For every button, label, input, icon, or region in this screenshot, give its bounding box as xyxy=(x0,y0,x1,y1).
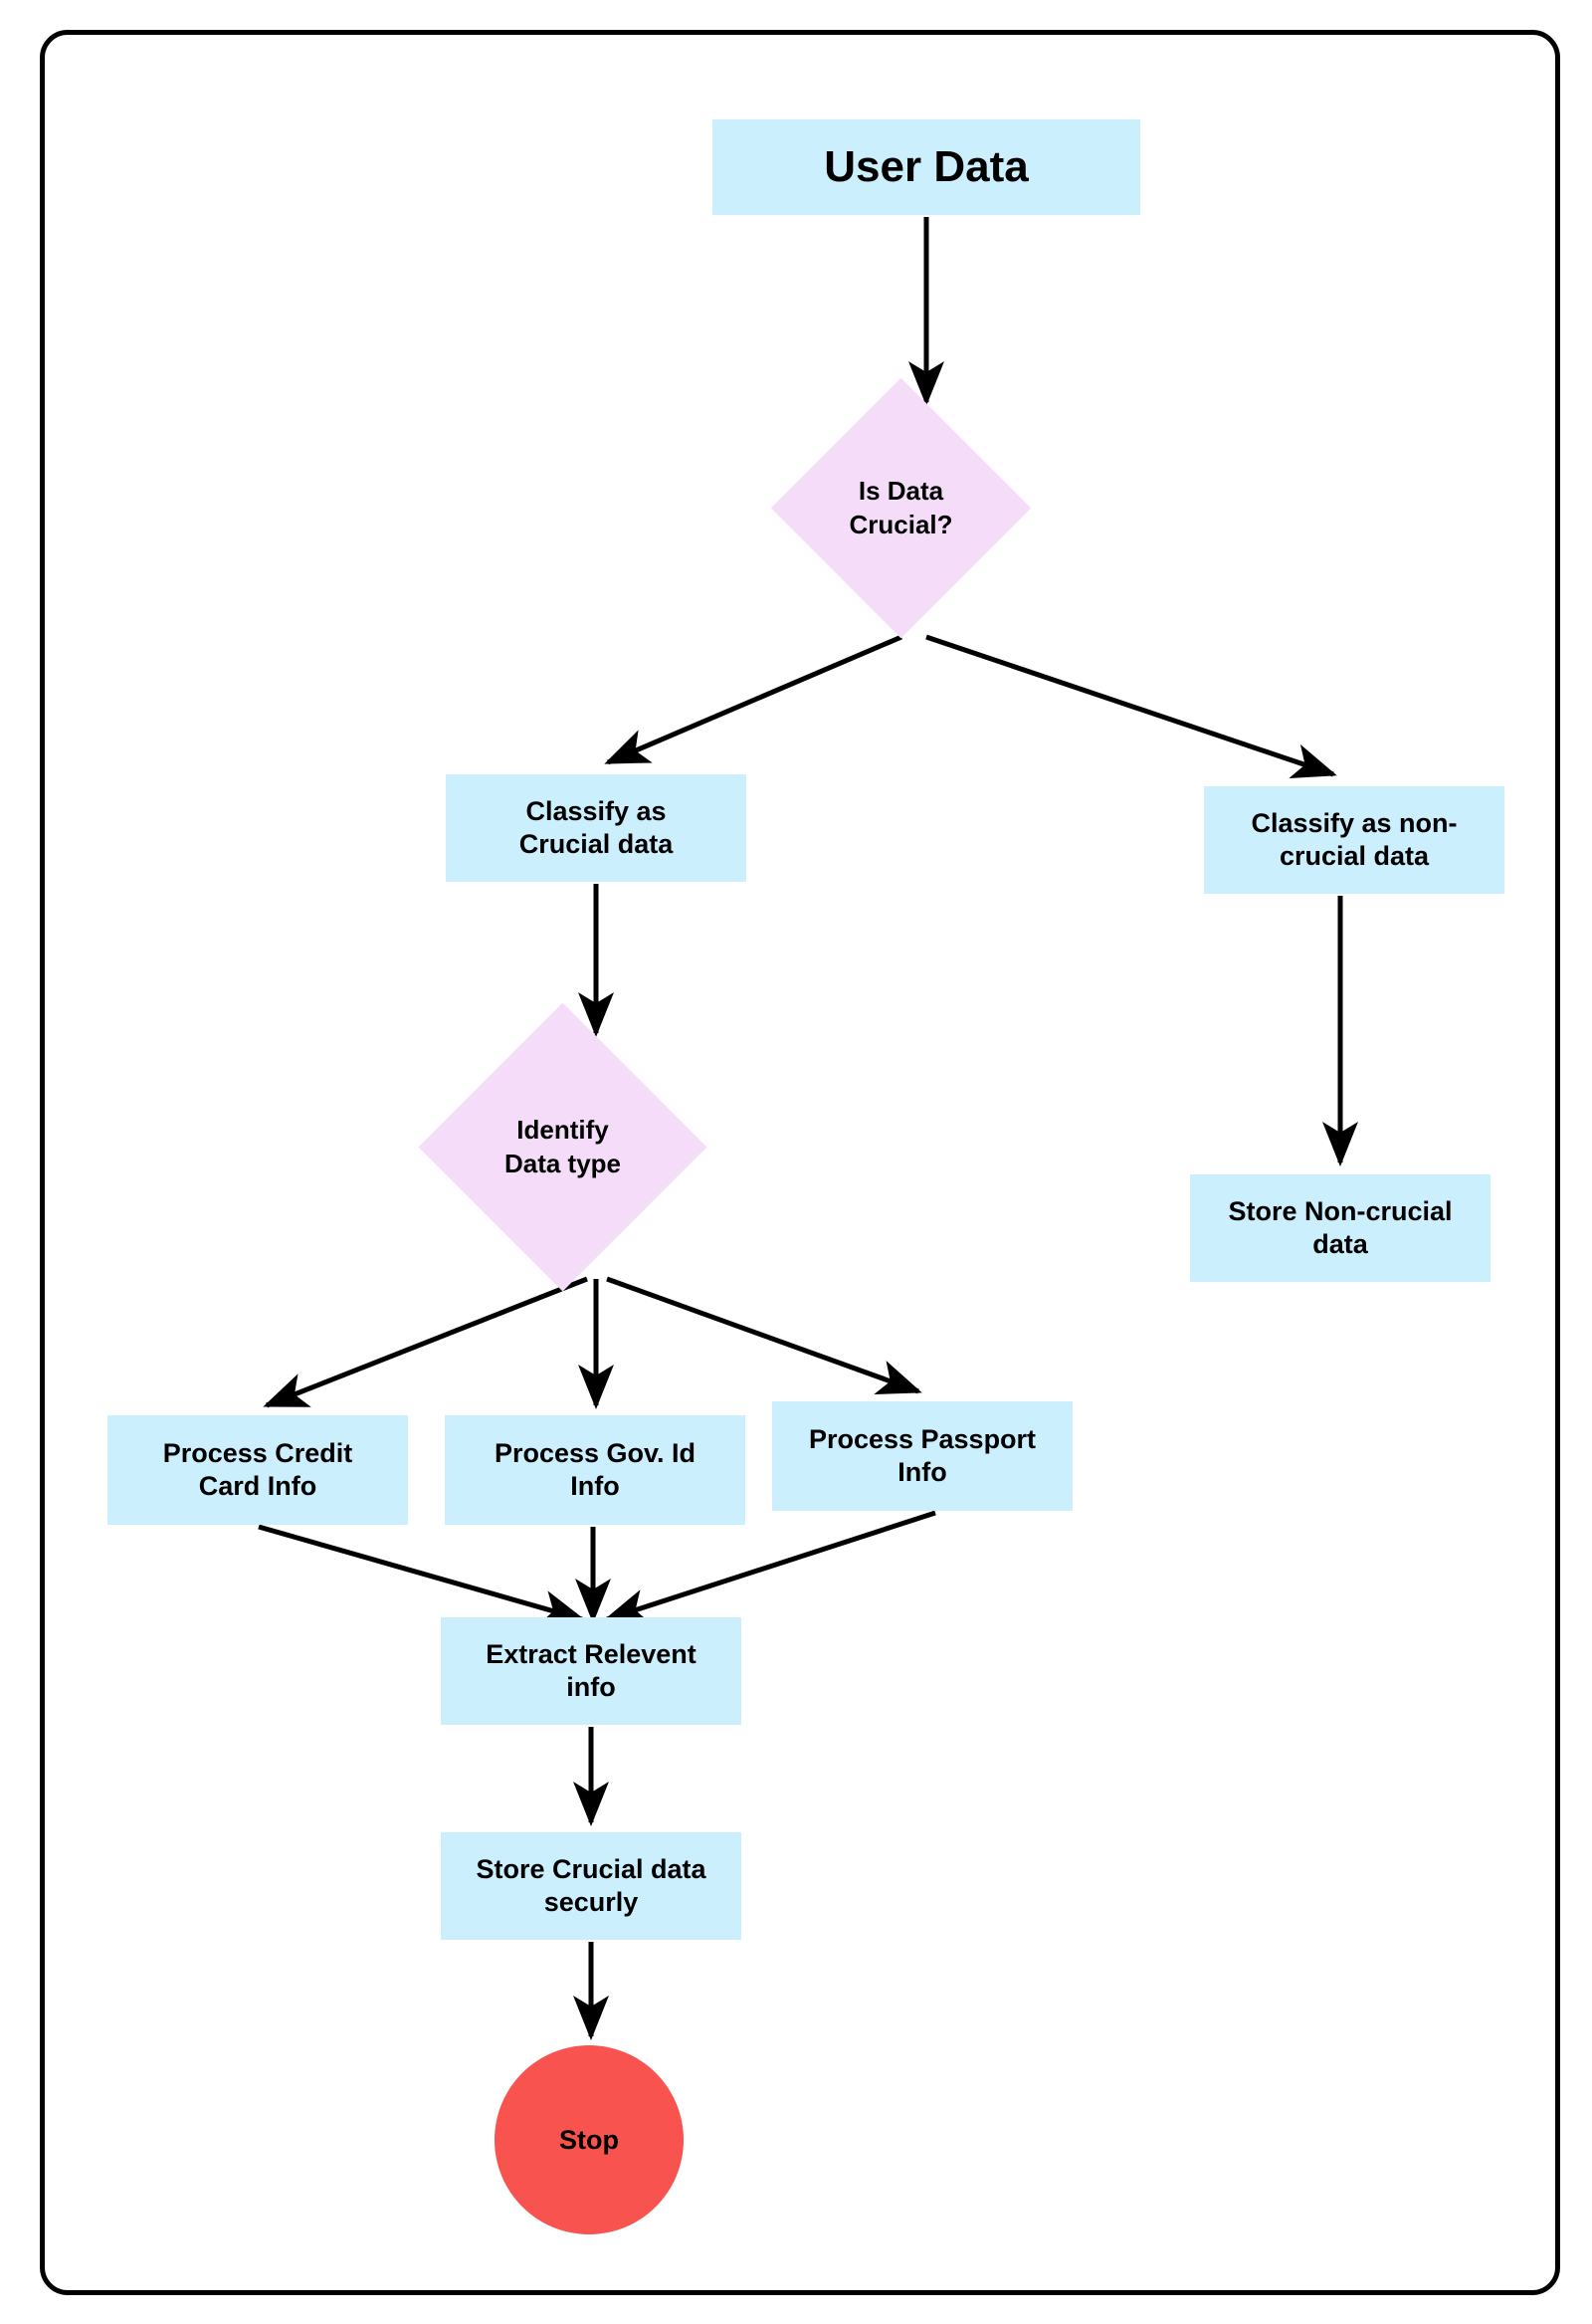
node-start-user-data[interactable]: User Data xyxy=(712,119,1140,215)
label-line-1: Extract Relevent xyxy=(486,1639,696,1670)
node-process-passport-info[interactable]: Process Passport Info xyxy=(772,1401,1073,1511)
node-start-label: User Data xyxy=(824,142,1029,192)
node-classify-crucial-label: Classify as Crucial data xyxy=(446,795,746,861)
node-process-passport-label: Process Passport Info xyxy=(772,1423,1073,1489)
label-line-1: Process Passport xyxy=(808,1424,1037,1455)
label-line-2: data xyxy=(1312,1229,1368,1259)
label-line-1: Store Crucial data xyxy=(476,1854,706,1885)
node-classify-as-non-crucial-data[interactable]: Classify as non- crucial data xyxy=(1204,786,1504,894)
node-decision-is-data-crucial[interactable]: Is Data Crucial? xyxy=(770,377,1032,639)
label-line-2: Crucial data xyxy=(518,829,674,859)
label-line-1: Process Credit xyxy=(162,1438,353,1469)
node-process-gov-id-info[interactable]: Process Gov. Id Info xyxy=(445,1415,745,1525)
node-process-gov-label: Process Gov. Id Info xyxy=(445,1437,745,1503)
label-line-1: Classify as xyxy=(525,796,667,827)
node-stop-terminator[interactable]: Stop xyxy=(495,2045,684,2234)
label-line-2: Card Info xyxy=(198,1471,317,1501)
label-line-2: info xyxy=(566,1672,616,1702)
diagram-frame-border xyxy=(40,30,1560,2295)
decision-label-line-1: Identify xyxy=(516,1114,609,1145)
decision-label-line-1: Is Data xyxy=(858,475,944,506)
node-decision-identify-data-type-label: Identify Data type xyxy=(461,1045,665,1249)
node-classify-noncrucial-label: Classify as non- crucial data xyxy=(1204,807,1504,873)
label-line-2: securly xyxy=(543,1887,639,1917)
decision-label-line-2: Crucial? xyxy=(849,509,953,539)
node-store-noncrucial-label: Store Non-crucial data xyxy=(1190,1195,1491,1261)
node-store-crucial-label: Store Crucial data securly xyxy=(441,1853,741,1919)
node-decision-is-data-crucial-label: Is Data Crucial? xyxy=(809,416,993,600)
node-extract-relevent-info[interactable]: Extract Relevent info xyxy=(441,1617,741,1725)
label-line-1: Classify as non- xyxy=(1251,808,1458,839)
decision-label-line-2: Data type xyxy=(503,1148,622,1178)
label-line-2: Info xyxy=(897,1457,947,1487)
node-extract-label: Extract Relevent info xyxy=(441,1638,741,1704)
node-process-credit-card-info[interactable]: Process Credit Card Info xyxy=(107,1415,408,1525)
node-classify-as-crucial-data[interactable]: Classify as Crucial data xyxy=(446,774,746,882)
node-process-credit-label: Process Credit Card Info xyxy=(107,1437,408,1503)
label-line-2: crucial data xyxy=(1279,841,1430,871)
node-stop-label: Stop xyxy=(559,2124,619,2155)
node-decision-identify-data-type[interactable]: Identify Data type xyxy=(418,1002,707,1292)
node-store-crucial-data-securly[interactable]: Store Crucial data securly xyxy=(441,1832,741,1940)
label-line-1: Store Non-crucial xyxy=(1228,1196,1453,1227)
node-store-non-crucial-data[interactable]: Store Non-crucial data xyxy=(1190,1174,1491,1282)
label-line-2: Info xyxy=(570,1471,620,1501)
label-line-1: Process Gov. Id xyxy=(494,1438,696,1469)
